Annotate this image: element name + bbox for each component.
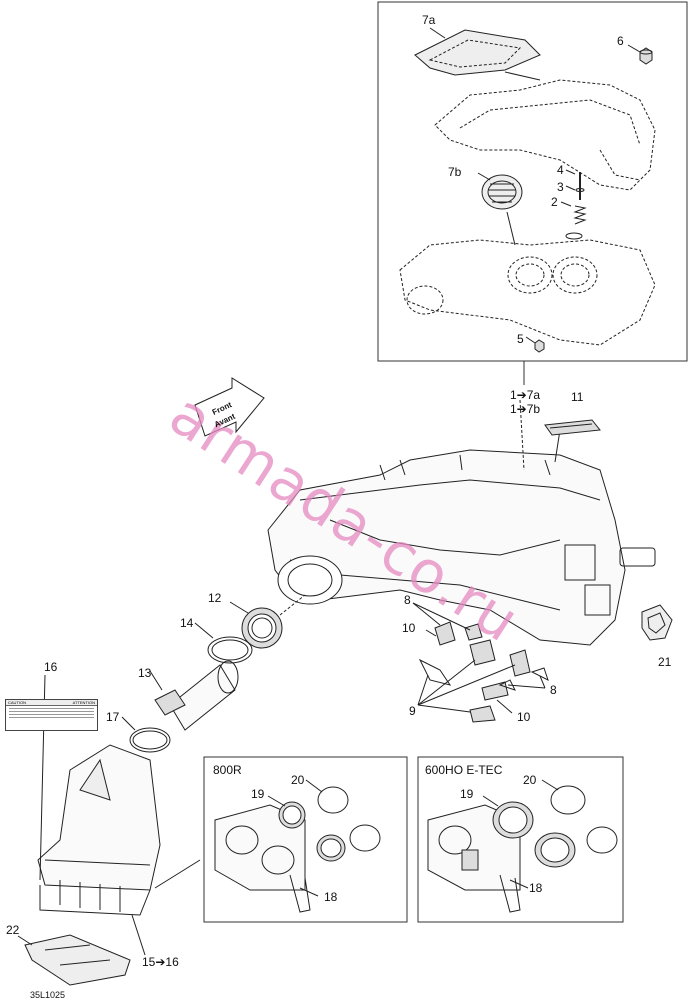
part-21-cap	[641, 604, 673, 641]
front-direction-arrow	[194, 377, 265, 437]
callout-17: 17	[106, 710, 120, 724]
inset-800r-parts	[214, 779, 381, 913]
callout-18-600ho: 18	[529, 881, 543, 895]
detail-frame-top	[377, 1, 688, 362]
callout-21: 21	[658, 655, 672, 669]
callout-3: 3	[557, 180, 564, 194]
callout-14: 14	[180, 616, 194, 630]
callout-7b: 7b	[448, 165, 462, 179]
callout-16: 16	[44, 660, 58, 674]
callout-19-800r: 19	[251, 787, 265, 801]
inset-800r-title: 800R	[213, 763, 242, 777]
air-silencer-main-body	[267, 399, 656, 646]
callout-10-lower: 10	[517, 710, 531, 724]
callout-13: 13	[138, 666, 152, 680]
part-5-nut	[525, 336, 545, 353]
silencer-lower-base	[399, 239, 656, 346]
caution-label-sticker: CAUTION ATTENTION	[5, 699, 98, 731]
callout-2: 2	[551, 195, 558, 209]
callout-8-upper: 8	[404, 593, 411, 607]
parts-2-4-screw-assembly	[560, 169, 587, 240]
part-17-ring	[121, 716, 171, 753]
part-13-intake-duct	[149, 660, 239, 731]
callout-9: 9	[409, 704, 416, 718]
callout-5: 5	[517, 332, 524, 346]
caution-right: ATTENTION	[72, 700, 95, 705]
callout-15-16: 15➔16	[142, 955, 179, 969]
callout-20-800r: 20	[291, 773, 305, 787]
callout-20-600ho: 20	[523, 773, 537, 787]
part-11-label	[544, 419, 601, 436]
callout-4: 4	[557, 163, 564, 177]
part-7b-filter	[477, 172, 523, 246]
inset-600ho-title: 600HO E-TEC	[425, 763, 503, 777]
inset-600ho-parts	[427, 779, 618, 913]
callout-12: 12	[208, 591, 222, 605]
callout-11: 11	[571, 390, 584, 404]
callout-7a: 7a	[422, 13, 436, 27]
callout-18-800r: 18	[324, 890, 338, 904]
part-12-grommet	[229, 594, 306, 649]
callout-1-7a: 1➔7a	[510, 388, 541, 402]
callout-8-lower: 8	[550, 683, 557, 697]
silencer-upper-cover	[434, 79, 656, 191]
inset-800r-frame	[203, 756, 408, 923]
callout-1-7b: 1➔7b	[510, 402, 541, 416]
part-7a-cover	[414, 27, 541, 76]
callout-19-600ho: 19	[460, 787, 474, 801]
document-code: 35L1025	[30, 990, 66, 1000]
part-22-pad	[17, 934, 131, 986]
part-6-nut	[627, 44, 653, 65]
inset-600ho-frame	[417, 756, 624, 923]
callout-22: 22	[6, 923, 20, 937]
parts-8-10-clips	[412, 602, 549, 723]
callout-6: 6	[617, 34, 624, 48]
part-14-ring	[194, 622, 253, 664]
caution-left: CAUTION	[8, 700, 26, 705]
part-16-lower-silencer	[37, 674, 201, 956]
callout-10-upper: 10	[402, 621, 416, 635]
